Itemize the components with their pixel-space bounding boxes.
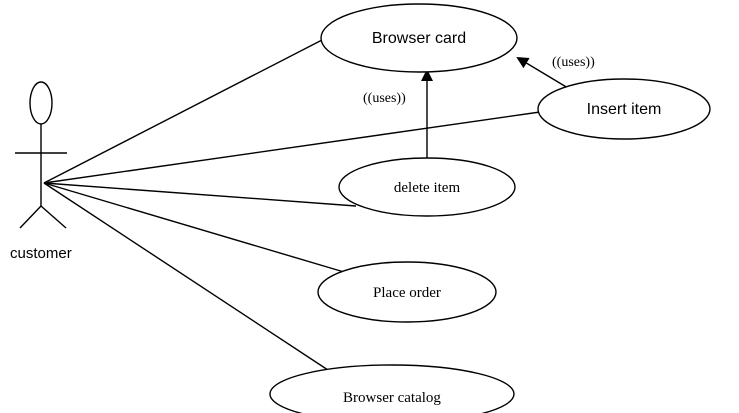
association-delete-item [43, 182, 357, 207]
use-case-browser-catalog: Browser catalog [269, 364, 515, 413]
use-case-label: Browser catalog [343, 390, 441, 406]
use-case-label: Browser card [372, 30, 466, 47]
use-case-label: Insert item [587, 101, 662, 118]
use-case-label: Place order [373, 285, 441, 301]
actor-label: customer [10, 245, 72, 262]
association-place-order [43, 182, 345, 273]
association-lines [43, 39, 541, 373]
use-case-label: delete item [394, 180, 461, 196]
association-browser-catalog [43, 182, 332, 373]
actor-customer: customer [10, 81, 72, 262]
association-insert-item [43, 111, 541, 184]
association-browser-card [43, 39, 323, 184]
use-case-delete-item: delete item [338, 157, 516, 217]
use-case-browser-card: Browser card [320, 3, 518, 73]
stick-figure-icon [15, 81, 67, 229]
use-case-insert-item: Insert item [537, 78, 711, 140]
uses-label-delete: ((uses)) [363, 91, 406, 106]
uses-label-insert: ((uses)) [552, 55, 595, 70]
use-case-place-order: Place order [317, 261, 497, 323]
uses-arrow-insert-to-browser-card [516, 56, 569, 89]
